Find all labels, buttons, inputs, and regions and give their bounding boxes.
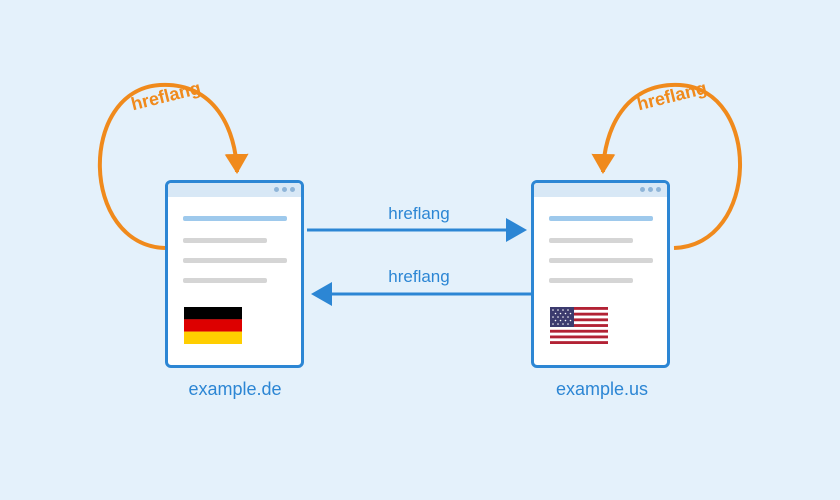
content-line-title (183, 216, 287, 221)
browser-titlebar (534, 183, 667, 197)
content-line-title (549, 216, 653, 221)
content-line (549, 238, 633, 243)
browser-titlebar (168, 183, 301, 197)
usa-flag-icon (550, 307, 608, 344)
forward-arrow-label: hreflang (388, 204, 450, 223)
self-loop-arrow-us (591, 82, 742, 250)
backward-arrow-label: hreflang (388, 267, 450, 286)
browser-window-us (531, 180, 670, 368)
content-line (183, 238, 267, 243)
content-line (549, 258, 653, 263)
content-line (183, 258, 287, 263)
browser-window-de (165, 180, 304, 368)
content-line (183, 278, 267, 283)
self-loop-arrow-de (97, 82, 249, 250)
domain-label-us: example.us (555, 379, 649, 399)
window-dots-icon (640, 187, 661, 192)
domain-label-de: example.de (188, 379, 282, 399)
window-dots-icon (274, 187, 295, 192)
content-line (549, 278, 633, 283)
germany-flag-icon (184, 307, 242, 344)
